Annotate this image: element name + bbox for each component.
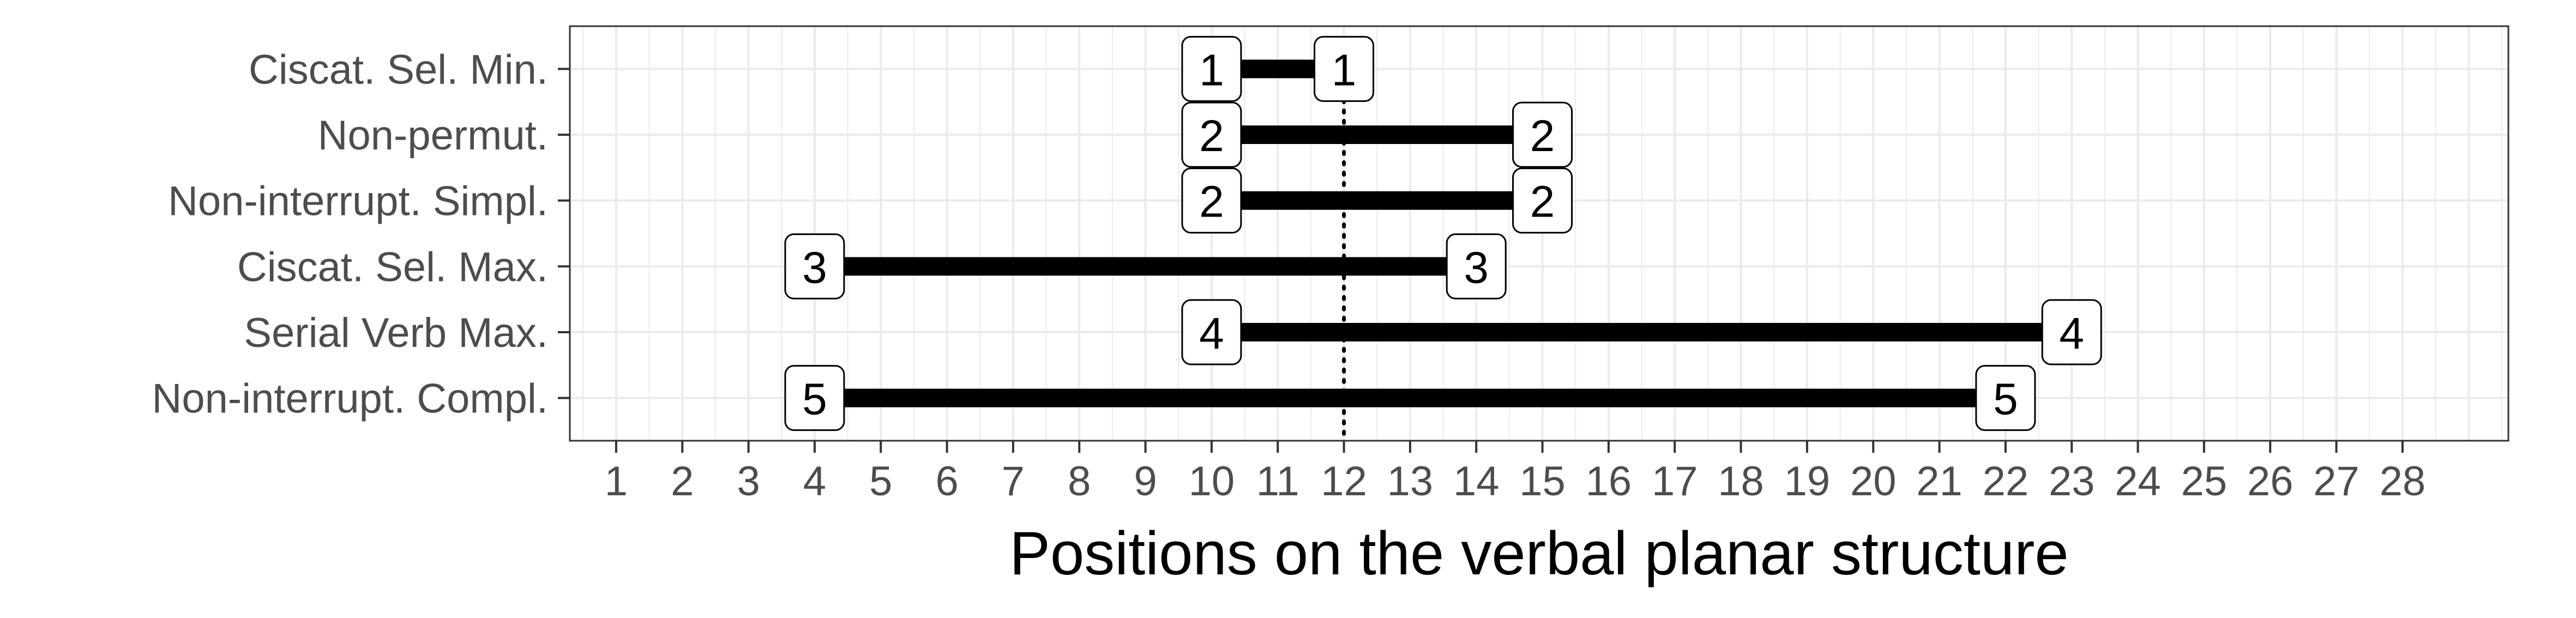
y-tick-label: Ciscat. Sel. Min. — [249, 46, 548, 93]
x-tick-label: 28 — [2380, 458, 2426, 505]
end-label-box — [1181, 101, 1242, 168]
end-label-box — [784, 233, 845, 299]
end-label-text: 1 — [1332, 45, 1357, 95]
panel-border — [569, 25, 2509, 442]
y-tick-label: Ciscat. Sel. Max. — [237, 244, 548, 290]
x-axis-title: Positions on the verbal planar structure — [1009, 519, 2068, 587]
x-tick-label: 3 — [737, 458, 760, 505]
x-tick-label: 18 — [1718, 458, 1764, 505]
y-tick-label: Non-permut. — [318, 112, 548, 159]
x-tick-label: 20 — [1850, 458, 1897, 505]
x-tick-label: 1 — [605, 458, 628, 505]
end-label-box — [1181, 167, 1242, 234]
end-label-text: 4 — [2059, 309, 2084, 358]
end-label-text: 4 — [1199, 309, 1224, 358]
x-tick-label: 13 — [1387, 458, 1434, 505]
end-label-text: 2 — [1530, 177, 1555, 227]
x-tick-label: 6 — [935, 458, 958, 505]
x-tick-label: 9 — [1134, 458, 1157, 505]
x-tick-label: 10 — [1189, 458, 1235, 505]
x-tick-label: 22 — [1983, 458, 2029, 505]
x-tick-label: 12 — [1321, 458, 1367, 505]
end-label-box — [1181, 35, 1242, 102]
end-label-text: 3 — [1464, 243, 1489, 292]
y-tick-label: Non-interrupt. Simpl. — [168, 178, 548, 225]
x-tick-label: 5 — [869, 458, 892, 505]
end-label-box — [1314, 35, 1375, 102]
x-tick-label: 24 — [2115, 458, 2161, 505]
end-label-box — [1975, 365, 2036, 431]
end-label-text: 2 — [1199, 111, 1224, 161]
x-tick-label: 25 — [2181, 458, 2228, 505]
y-axis: Ciscat. Sel. Min. Non-permut. Non-interrup… — [152, 46, 570, 422]
x-tick-label: 21 — [1916, 458, 1963, 505]
end-label-box — [1512, 167, 1573, 234]
end-label-text: 2 — [1199, 177, 1224, 227]
y-tick-label: Non-interrupt. Compl. — [152, 376, 549, 422]
x-tick-label: 11 — [1256, 458, 1299, 505]
x-tick-label: 23 — [2049, 458, 2095, 505]
x-tick-label: 26 — [2247, 458, 2294, 505]
grid-lines — [570, 26, 2508, 441]
x-tick-label: 8 — [1068, 458, 1091, 505]
x-tick-label: 14 — [1453, 458, 1500, 505]
segments — [814, 59, 2072, 407]
end-label-box — [1181, 299, 1242, 365]
end-label-text: 5 — [1993, 375, 2018, 424]
end-label-text: 2 — [1530, 111, 1555, 161]
x-tick-label: 27 — [2313, 458, 2360, 505]
end-label-box — [1512, 101, 1573, 168]
end-label-text: 3 — [802, 243, 827, 292]
end-label-text: 5 — [802, 375, 827, 424]
x-tick-label: 16 — [1586, 458, 1632, 505]
x-tick-label: 7 — [1002, 458, 1025, 505]
x-tick-label: 17 — [1652, 458, 1698, 505]
end-label-box — [1446, 233, 1507, 299]
y-tick-label: Serial Verb Max. — [244, 310, 548, 356]
end-label-text: 1 — [1199, 45, 1224, 95]
x-tick-label: 4 — [803, 458, 826, 505]
end-label-box — [2041, 299, 2102, 365]
x-tick-label: 2 — [671, 458, 694, 505]
x-tick-label: 15 — [1519, 458, 1566, 505]
end-label-box — [784, 365, 845, 431]
x-tick-label: 19 — [1784, 458, 1831, 505]
